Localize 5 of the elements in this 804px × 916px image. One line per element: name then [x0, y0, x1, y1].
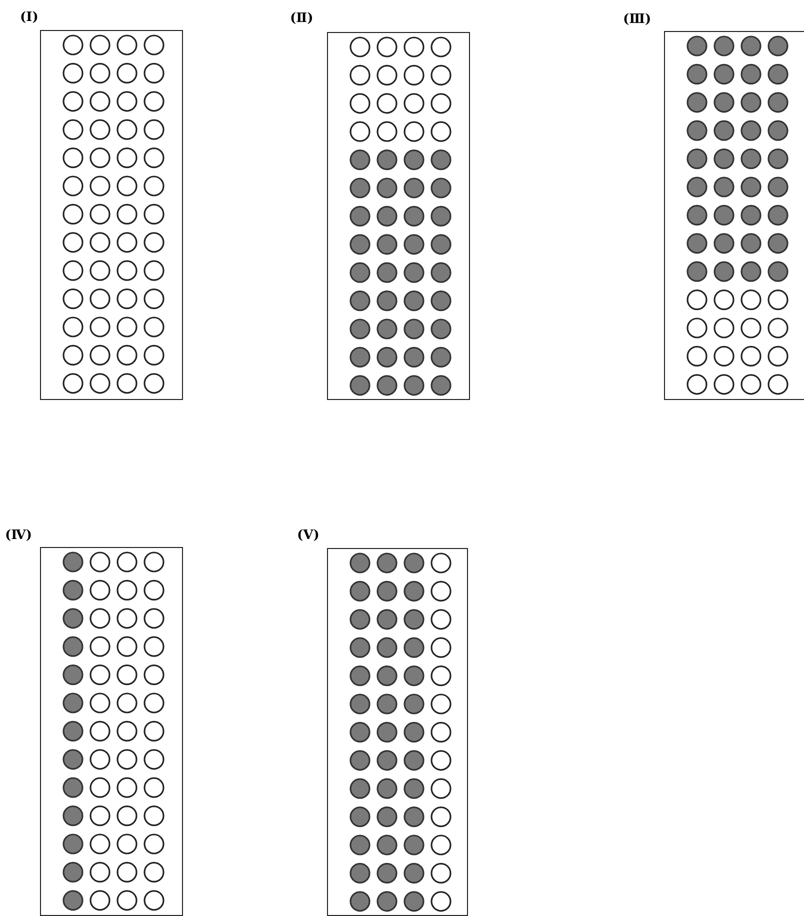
- panel-label: (Ⅳ): [5, 528, 32, 543]
- panel-label: (Ⅴ): [297, 528, 320, 543]
- panel-label: (Ⅰ): [20, 10, 38, 25]
- panel-label: (Ⅱ): [290, 11, 314, 26]
- panel-label: (Ⅲ): [623, 12, 652, 27]
